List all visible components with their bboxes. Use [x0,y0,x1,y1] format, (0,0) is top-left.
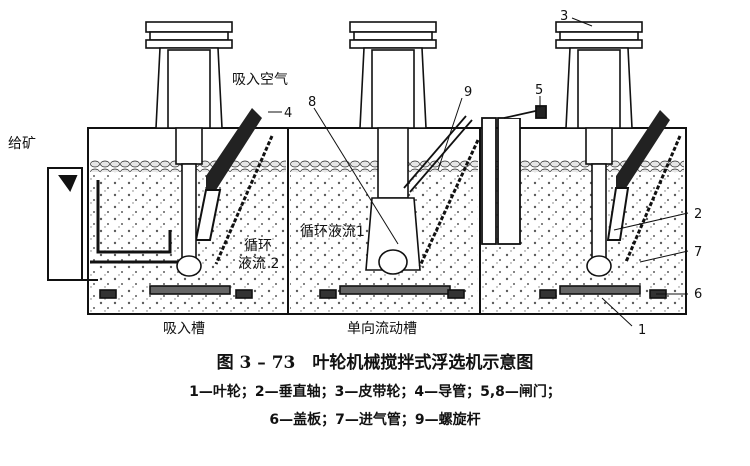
caption-title: 图 3 – 73 叶轮机械搅拌式浮选机示意图 [216,353,534,373]
circulation-mid-label: 循环液流1 [300,224,365,240]
circulation-left-label-2: 液流 2 [238,256,279,272]
screw-rod [214,135,682,267]
callout-7: 7 [694,245,702,260]
circulation-left-label: 循环 [244,238,272,254]
feed-box [47,167,98,281]
callout-4: 4 [284,106,292,121]
callout-9: 9 [464,85,472,100]
oneway-tank-label: 单向流动槽 [347,321,417,337]
callout-leaders [268,17,689,327]
flotation-machine-diagram: 给矿 吸入空气 循环 液流 2 循环液流1 吸入槽 单向流动槽 1 2 3 4 … [8,9,702,338]
callout-6: 6 [694,287,702,302]
air-duct [194,108,262,241]
callout-1: 1 [638,323,646,338]
air-intake-label: 吸入空气 [232,72,288,88]
suction-pipe [90,180,190,264]
callout-8: 8 [308,95,316,110]
right-duct [606,110,670,241]
gate-assembly [403,105,547,245]
suction-tank-label: 吸入槽 [163,321,205,337]
shaft-assembly-left [145,21,233,295]
callout-5: 5 [535,83,543,98]
figure-caption: 图 3 – 73 叶轮机械搅拌式浮选机示意图 1—叶轮；2—垂直轴；3—皮带轮；… [0,348,750,434]
shaft-assembly-right [555,21,643,295]
callout-2: 2 [694,207,702,222]
shaft-assembly-middle [339,21,451,295]
bottom-structure [88,289,686,315]
callout-3: 3 [560,9,568,24]
feed-label: 给矿 [8,136,36,152]
caption-legend-line-2: 6—盖板；7—进气管；9—螺旋杆 [269,412,481,428]
caption-legend-line-1: 1—叶轮；2—垂直轴；3—皮带轮；4—导管；5,8—闸门； [189,384,561,400]
